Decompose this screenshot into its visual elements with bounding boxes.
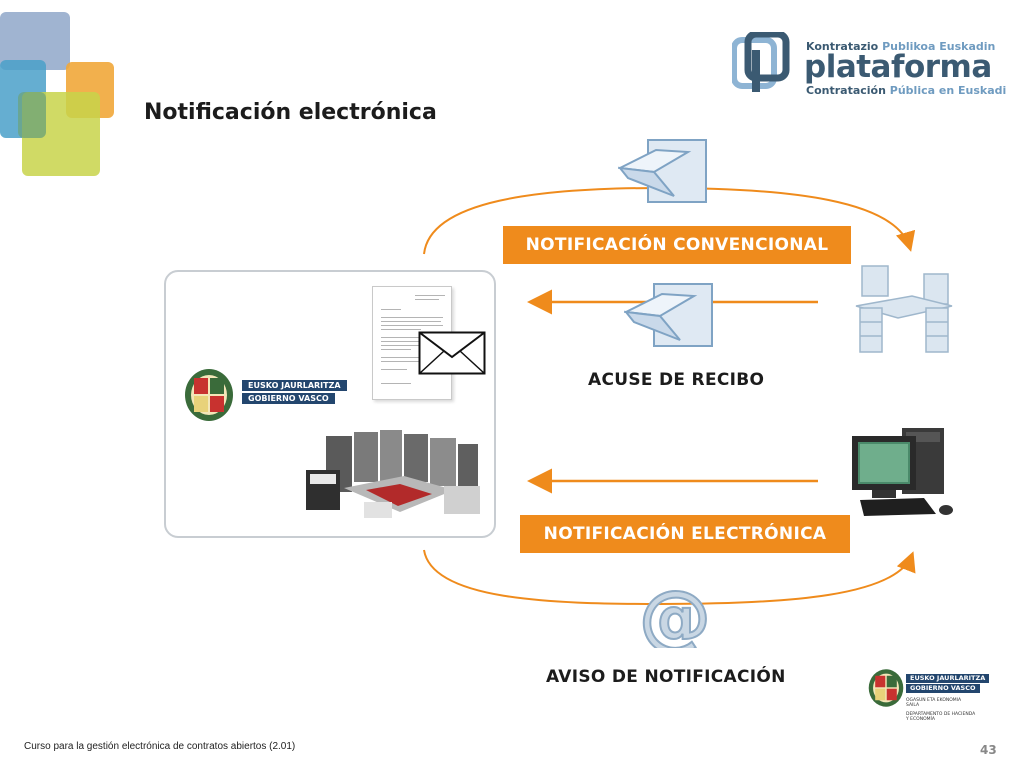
plataforma-logo: Kontratazio Publikoa Euskadin plataforma… xyxy=(728,30,1006,98)
government-logo: EUSKO JAURLARITZA GOBIERNO VASCO xyxy=(184,368,347,422)
conventional-notification-box: NOTIFICACIÓN CONVENCIONAL xyxy=(503,226,851,264)
gov-line-1: EUSKO JAURLARITZA xyxy=(242,380,347,391)
page-title: Notificación electrónica xyxy=(144,100,437,125)
gov2-line-2: GOBIERNO VASCO xyxy=(906,684,980,693)
receipt-label: ACUSE DE RECIBO xyxy=(588,370,765,390)
notice-label: AVISO DE NOTIFICACIÓN xyxy=(546,667,786,687)
computer-icon xyxy=(852,428,953,516)
government-department-logo: EUSKO JAURLARITZA GOBIERNO VASCO OGASUN … xyxy=(868,668,992,730)
plataforma-wordmark: plataforma xyxy=(804,49,992,85)
mailbox-icon xyxy=(618,139,707,203)
plataforma-top-line: Kontratazio Publikoa Euskadin xyxy=(806,40,996,53)
mailbox-icon xyxy=(624,283,713,347)
dept-line-4: Y ECONOMÍA xyxy=(906,717,935,722)
plataforma-mark-icon xyxy=(732,32,790,92)
dept-line-3: DEPARTAMENTO DE HACIENDA xyxy=(906,712,976,717)
coat-of-arms-icon xyxy=(185,369,233,421)
dept-line-1: OGASUN ETA EKONOMIA xyxy=(906,698,962,703)
dept-line-2: SAILA xyxy=(906,703,920,708)
desk-icon xyxy=(855,265,953,353)
gov-line-2: GOBIERNO VASCO xyxy=(242,393,335,404)
decorative-corner-squares xyxy=(0,0,120,180)
at-sign-icon: @ xyxy=(638,586,712,648)
footer-course-title: Curso para la gestión electrónica de con… xyxy=(24,741,296,752)
electronic-notification-box: NOTIFICACIÓN ELECTRÓNICA xyxy=(520,515,850,553)
mainframe-icon xyxy=(306,430,480,518)
envelope-icon xyxy=(418,331,486,375)
plataforma-bottom-line: Contratación Pública en Euskadi xyxy=(806,84,1007,97)
coat-of-arms-icon xyxy=(868,669,904,707)
gov2-line-1: EUSKO JAURLARITZA xyxy=(906,674,990,683)
arrow-bottom-arc xyxy=(423,549,916,606)
page-number: 43 xyxy=(980,743,997,757)
svg-text:@: @ xyxy=(639,586,711,648)
